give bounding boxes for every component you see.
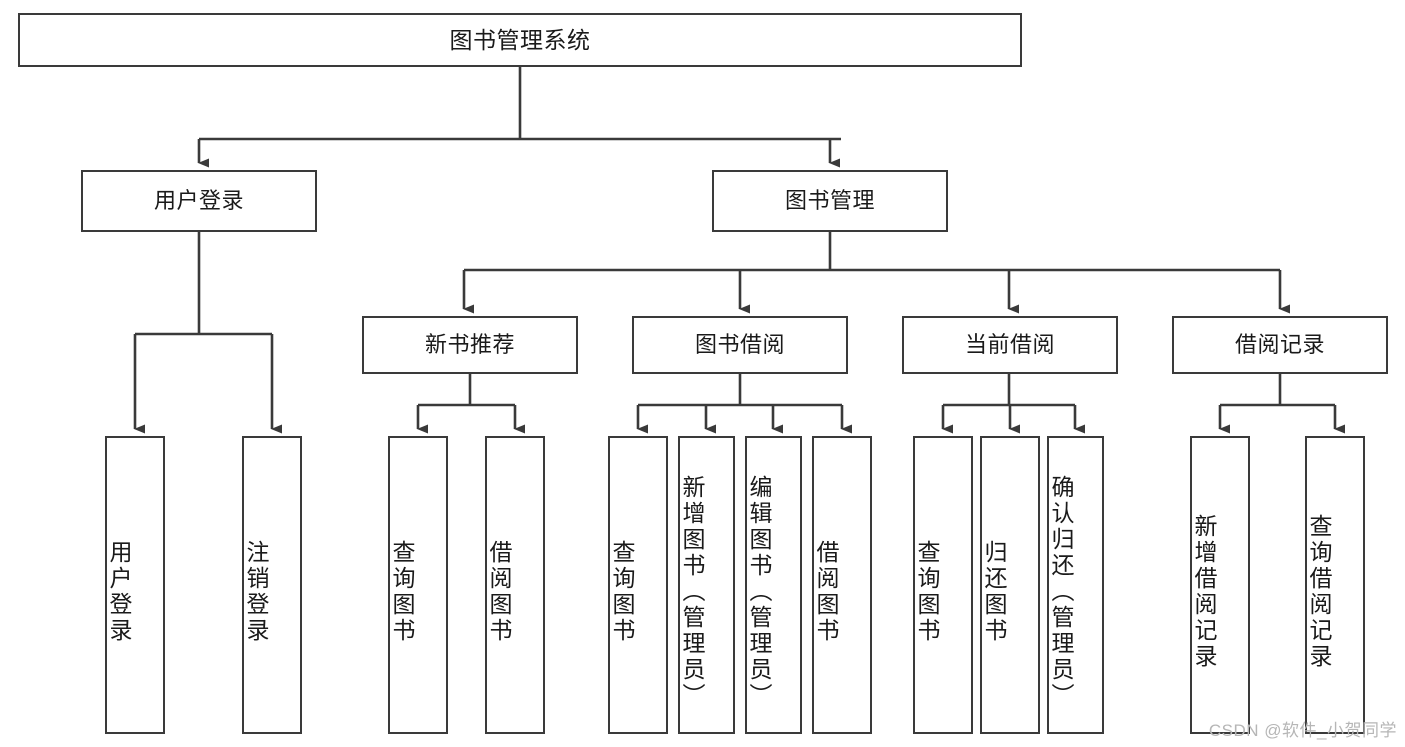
- node-root-label: 图书管理系统: [449, 26, 591, 53]
- node-leaf-return-book[interactable]: 归还图书: [980, 436, 1040, 734]
- node-leaf-add-record[interactable]: 新增借阅记录: [1190, 436, 1250, 734]
- node-leaf-query-book-2-label: 查询图书: [609, 540, 635, 644]
- node-new-book-rec[interactable]: 新书推荐: [362, 316, 578, 374]
- node-leaf-query-book-3[interactable]: 查询图书: [913, 436, 973, 734]
- node-leaf-logout-label: 注销登录: [243, 540, 269, 644]
- node-leaf-borrow-book-1-label: 借阅图书: [486, 540, 512, 644]
- node-book-borrow[interactable]: 图书借阅: [632, 316, 848, 374]
- node-leaf-add-record-label: 新增借阅记录: [1191, 514, 1217, 670]
- node-leaf-user-login[interactable]: 用户登录: [105, 436, 165, 734]
- node-leaf-query-book-3-label: 查询图书: [914, 540, 940, 644]
- node-leaf-borrow-book-1[interactable]: 借阅图书: [485, 436, 545, 734]
- node-leaf-query-book-1[interactable]: 查询图书: [388, 436, 448, 734]
- node-leaf-query-record[interactable]: 查询借阅记录: [1305, 436, 1365, 734]
- node-current-borrow[interactable]: 当前借阅: [902, 316, 1118, 374]
- node-leaf-query-book-2[interactable]: 查询图书: [608, 436, 668, 734]
- node-leaf-query-book-1-label: 查询图书: [389, 540, 415, 644]
- node-leaf-edit-book-label: 编辑图书（管理员）: [746, 475, 772, 709]
- node-book-manage-label: 图书管理: [784, 188, 875, 214]
- node-user-login[interactable]: 用户登录: [81, 170, 317, 232]
- csdn-watermark: CSDN @软件_小贺同学: [1208, 721, 1397, 740]
- node-leaf-confirm-return-label: 确认归还（管理员）: [1048, 475, 1074, 709]
- node-leaf-edit-book[interactable]: 编辑图书（管理员）: [745, 436, 802, 734]
- node-leaf-query-record-label: 查询借阅记录: [1306, 514, 1332, 670]
- node-root[interactable]: 图书管理系统: [18, 13, 1022, 67]
- node-book-borrow-label: 图书借阅: [694, 332, 785, 358]
- node-book-manage[interactable]: 图书管理: [712, 170, 948, 232]
- node-leaf-logout[interactable]: 注销登录: [242, 436, 302, 734]
- node-leaf-borrow-book-2-label: 借阅图书: [813, 540, 839, 644]
- node-leaf-confirm-return[interactable]: 确认归还（管理员）: [1047, 436, 1104, 734]
- node-user-login-label: 用户登录: [153, 188, 244, 214]
- node-borrow-record[interactable]: 借阅记录: [1172, 316, 1388, 374]
- node-new-book-rec-label: 新书推荐: [424, 332, 515, 358]
- node-leaf-return-book-label: 归还图书: [981, 540, 1007, 644]
- node-current-borrow-label: 当前借阅: [964, 332, 1055, 358]
- node-borrow-record-label: 借阅记录: [1234, 332, 1325, 358]
- node-leaf-add-book[interactable]: 新增图书（管理员）: [678, 436, 735, 734]
- node-leaf-user-login-label: 用户登录: [106, 540, 132, 644]
- node-leaf-borrow-book-2[interactable]: 借阅图书: [812, 436, 872, 734]
- node-leaf-add-book-label: 新增图书（管理员）: [679, 475, 705, 709]
